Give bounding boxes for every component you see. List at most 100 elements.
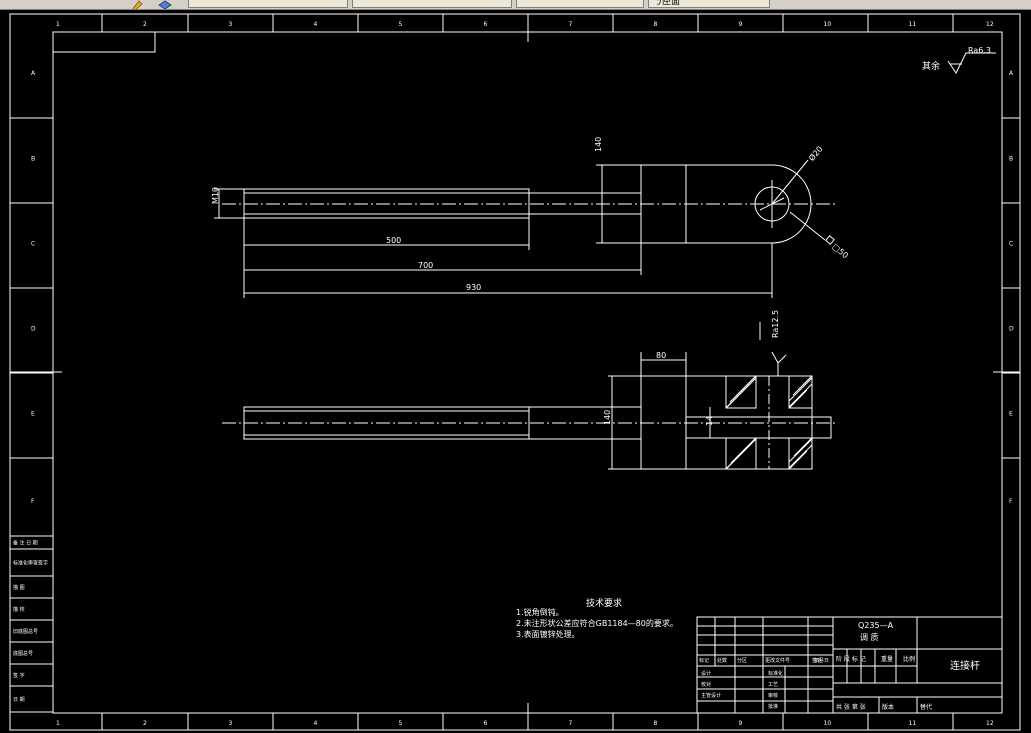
section-roughness-label: Ra12.5 xyxy=(771,310,780,338)
reverse-number-box xyxy=(52,31,156,53)
column-label-top: 2 xyxy=(143,21,147,28)
title-block xyxy=(696,616,1003,714)
row-label-left: E xyxy=(31,411,35,418)
dim-hole-diameter: Ø20 xyxy=(806,144,824,163)
left-table-row: 描 校 xyxy=(13,606,25,613)
column-label-top: 12 xyxy=(986,21,994,28)
toolbar-tab-1[interactable] xyxy=(188,0,348,8)
svg-text:Ra6.3: Ra6.3 xyxy=(968,46,991,55)
dim-bore-label: 14 xyxy=(705,416,714,426)
title-block-header-cell: 标记 xyxy=(699,657,709,664)
layer-stack-icon[interactable] xyxy=(158,0,172,9)
tech-req-item-3: 3.表面镀锌处理。 xyxy=(516,629,580,639)
toolbar-tab-3[interactable] xyxy=(516,0,644,8)
title-block-sign-label: 主管设计 xyxy=(701,692,721,699)
column-label-top: 11 xyxy=(909,21,917,28)
dim-shank-diameter: M10 xyxy=(211,187,220,204)
title-block-header-cell: 更改文件号 xyxy=(765,657,790,664)
title-block-approval-label: 标准化 xyxy=(768,670,783,677)
left-table-row: 描 图 xyxy=(13,584,25,591)
toolbar-tool-icon[interactable] xyxy=(130,0,144,9)
left-table-row: 标准化审查签字 xyxy=(13,560,48,567)
sheet-count-label: 共 张 第 张 xyxy=(836,703,866,711)
eye-block xyxy=(640,164,812,244)
row-zone-ticks xyxy=(10,117,1020,459)
left-revision-table xyxy=(9,535,54,713)
column-label-bottom: 8 xyxy=(654,720,658,727)
dim-height-label: 140 xyxy=(603,410,612,425)
column-label-top: 10 xyxy=(824,21,832,28)
dim-block-height: 140 xyxy=(594,137,603,152)
tech-req-heading: 技术要求 xyxy=(586,597,622,609)
left-table-row: 签 字 xyxy=(13,672,25,679)
part-name-label: 连接杆 xyxy=(950,659,980,672)
toolbar-tab-4[interactable]: ㄋ匣面 xyxy=(648,0,770,8)
title-block-sign-label: 校对 xyxy=(701,681,711,688)
column-label-bottom: 9 xyxy=(739,720,743,727)
column-label-top: 5 xyxy=(399,21,403,28)
dim-boss-size: □50 xyxy=(830,242,849,260)
title-block-sign-label: 设计 xyxy=(701,670,711,677)
column-label-bottom: 7 xyxy=(569,720,573,727)
row-label-right: F xyxy=(1009,498,1013,505)
row-label-left: F xyxy=(31,498,35,505)
left-table-row: 日 期 xyxy=(13,697,25,703)
row-label-left: B xyxy=(31,156,35,163)
column-label-top: 7 xyxy=(569,21,573,28)
version-label: 版本 xyxy=(882,703,894,711)
stage-label: 阶 段 标 记 xyxy=(836,655,866,663)
section-hatching xyxy=(725,375,813,470)
column-label-bottom: 3 xyxy=(229,720,233,727)
front-view xyxy=(214,159,835,298)
toolbar-strip: ㄋ匣面 xyxy=(0,0,1031,10)
roughness-symbol-icon xyxy=(947,52,996,74)
row-label-right: B xyxy=(1009,156,1013,163)
column-label-top: 1 xyxy=(56,21,60,28)
row-label-left: D xyxy=(31,326,36,333)
title-block-header-cell: 签名 xyxy=(812,657,822,664)
left-table-row: 底图总号 xyxy=(13,650,33,657)
title-block-approval-label: 批准 xyxy=(768,703,778,710)
column-label-top: 6 xyxy=(484,21,488,28)
column-label-bottom: 5 xyxy=(399,720,403,727)
dim-930-label: 930 xyxy=(466,283,481,292)
row-label-right: A xyxy=(1009,70,1014,77)
heat-treatment-label: 调 质 xyxy=(860,632,879,642)
column-label-top: 3 xyxy=(229,21,233,28)
replace-label: 替代 xyxy=(920,703,932,711)
section-view xyxy=(222,322,835,470)
svg-text:其余: 其余 xyxy=(922,60,940,72)
column-label-bottom: 4 xyxy=(314,720,318,727)
toolbar-tab-2[interactable] xyxy=(352,0,512,8)
title-block-header-cell: 年月日 xyxy=(814,657,829,664)
row-label-left: A xyxy=(31,70,36,77)
weight-label: 重量 xyxy=(881,655,893,663)
column-label-top: 8 xyxy=(654,21,658,28)
dim-700-label: 700 xyxy=(418,261,433,270)
tech-req-item-1: 1.锐角倒钝。 xyxy=(516,607,564,617)
technical-requirements: 技术要求 1.锐角倒钝。 2.未注形状公差应符合GB1184—80的要求。 3.… xyxy=(516,597,678,639)
column-label-bottom: 1 xyxy=(56,720,60,727)
dim-500-label: 500 xyxy=(386,236,401,245)
material-label: Q235—A xyxy=(858,621,894,630)
row-label-right: C xyxy=(1009,241,1013,248)
column-label-bottom: 6 xyxy=(484,720,488,727)
column-label-bottom: 2 xyxy=(143,720,147,727)
dim-width-label: 80 xyxy=(656,351,666,360)
scale-label: 比例 xyxy=(903,655,915,663)
tech-req-item-2: 2.未注形状公差应符合GB1184—80的要求。 xyxy=(516,618,678,628)
column-label-bottom: 11 xyxy=(909,720,917,727)
left-table-row: 旧底图总号 xyxy=(13,628,38,635)
title-block-approval-label: 工艺 xyxy=(768,682,778,688)
title-block-header-cell: 分区 xyxy=(737,657,747,664)
column-label-bottom: 12 xyxy=(986,720,994,727)
row-label-left: C xyxy=(31,241,35,248)
row-label-right: E xyxy=(1009,411,1013,418)
left-table-row: 备 注 日 期 xyxy=(13,540,38,547)
column-label-top: 9 xyxy=(739,21,743,28)
title-block-header-cell: 处数 xyxy=(717,657,727,664)
title-block-approval-label: 审核 xyxy=(768,692,778,699)
